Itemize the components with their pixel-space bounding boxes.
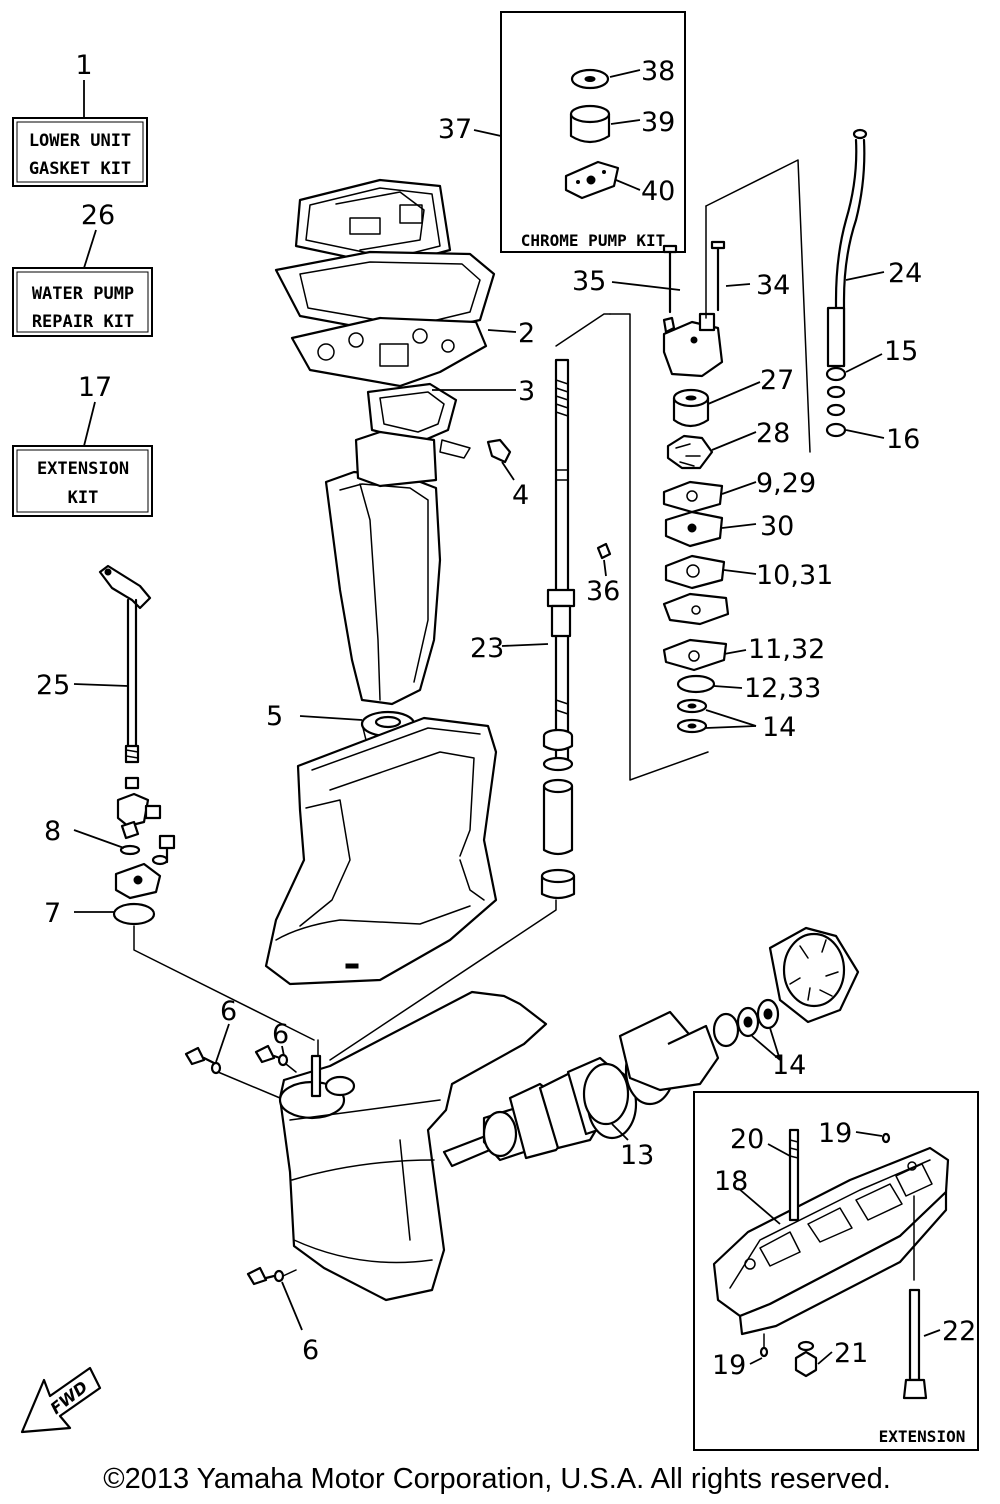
extension-kit-line1: EXTENSION (37, 459, 129, 479)
upper-case (264, 716, 498, 986)
lower-unit-gasket-kit-label: 1 LOWER UNIT GASKET KIT (12, 50, 148, 187)
callout-38: 38 (641, 56, 675, 87)
callout-25: 25 (36, 670, 70, 701)
shift-linkage (112, 776, 176, 926)
callout-13: 13 (620, 1140, 654, 1171)
gearcase (278, 990, 548, 1302)
lower-unit-kit-line2: GASKET KIT (29, 159, 131, 179)
callout-21: 21 (834, 1338, 868, 1369)
chrome-pump-kit-title: CHROME PUMP KIT (521, 231, 666, 250)
shift-rod-25 (98, 564, 152, 764)
callout-9-29: 9,29 (756, 468, 816, 499)
callout-23: 23 (470, 633, 504, 664)
callout-2: 2 (518, 318, 535, 349)
pin-36 (596, 542, 612, 560)
callout-17: 17 (78, 372, 112, 403)
upper-casing-gaskets: 2 3 4 (274, 178, 535, 511)
extension-box-title: EXTENSION (879, 1427, 966, 1446)
callout-22: 22 (942, 1316, 976, 1347)
lower-unit-kit-line1: LOWER UNIT (29, 131, 131, 151)
callout-16: 16 (886, 424, 920, 455)
callout-26: 26 (81, 200, 115, 231)
extension-spacer-18 (712, 1146, 950, 1336)
water-pump-kit-line1: WATER PUMP (32, 284, 134, 304)
callout-10-31: 10,31 (756, 560, 833, 591)
driveshaft-housing (324, 430, 442, 706)
sleeve-39 (569, 104, 611, 144)
callout-14-upper: 14 (762, 712, 796, 743)
callout-3: 3 (518, 376, 535, 407)
callout-35: 35 (572, 266, 606, 297)
callout-12-33: 12,33 (744, 673, 821, 704)
callout-37: 37 (438, 114, 472, 145)
callout-6-middle: 6 (272, 1019, 289, 1050)
o-ring-13 (582, 1062, 630, 1126)
callout-30: 30 (760, 511, 794, 542)
chrome-pump-kit-box: CHROME PUMP KIT 37 38 39 40 (438, 11, 686, 253)
extension-box: EXTENSION 20 19 18 19 21 (693, 1091, 979, 1451)
callout-1: 1 (75, 50, 92, 81)
extension-kit-label: 17 EXTENSION KIT (12, 372, 153, 517)
callout-7: 7 (44, 898, 61, 929)
callout-14-lower: 14 (772, 1050, 806, 1081)
bolts-6 (184, 1044, 297, 1286)
driveshaft-bearings (540, 728, 576, 900)
driveshaft-23 (546, 358, 576, 762)
callout-19-bottom: 19 (712, 1350, 746, 1381)
callout-6-left: 6 (220, 996, 237, 1027)
callout-15: 15 (884, 336, 918, 367)
callout-40: 40 (641, 176, 675, 207)
callout-8: 8 (44, 816, 61, 847)
copyright-notice: ©2013 Yamaha Motor Corporation, U.S.A. A… (103, 1463, 891, 1495)
callout-36: 36 (586, 576, 620, 607)
extension-kit-line2: KIT (68, 488, 99, 508)
callout-39: 39 (641, 107, 675, 138)
water-pump-stack (662, 240, 730, 734)
callout-20: 20 (730, 1124, 764, 1155)
callout-18: 18 (714, 1166, 748, 1197)
water-pump-repair-kit-label: 26 WATER PUMP REPAIR KIT (12, 200, 153, 337)
callout-5: 5 (266, 701, 283, 732)
pump-plate-40 (564, 160, 620, 200)
callout-19-top: 19 (818, 1118, 852, 1149)
callout-28: 28 (756, 418, 790, 449)
callout-24: 24 (888, 258, 922, 289)
callout-6-bottom: 6 (302, 1335, 319, 1366)
callout-34: 34 (756, 270, 790, 301)
water-pump-kit-line2: REPAIR KIT (32, 312, 134, 332)
fwd-arrow: FWD (20, 1366, 102, 1434)
callout-4: 4 (512, 480, 529, 511)
callout-11-32: 11,32 (748, 634, 825, 665)
water-tube-24 (825, 128, 868, 438)
callout-27: 27 (760, 365, 794, 396)
